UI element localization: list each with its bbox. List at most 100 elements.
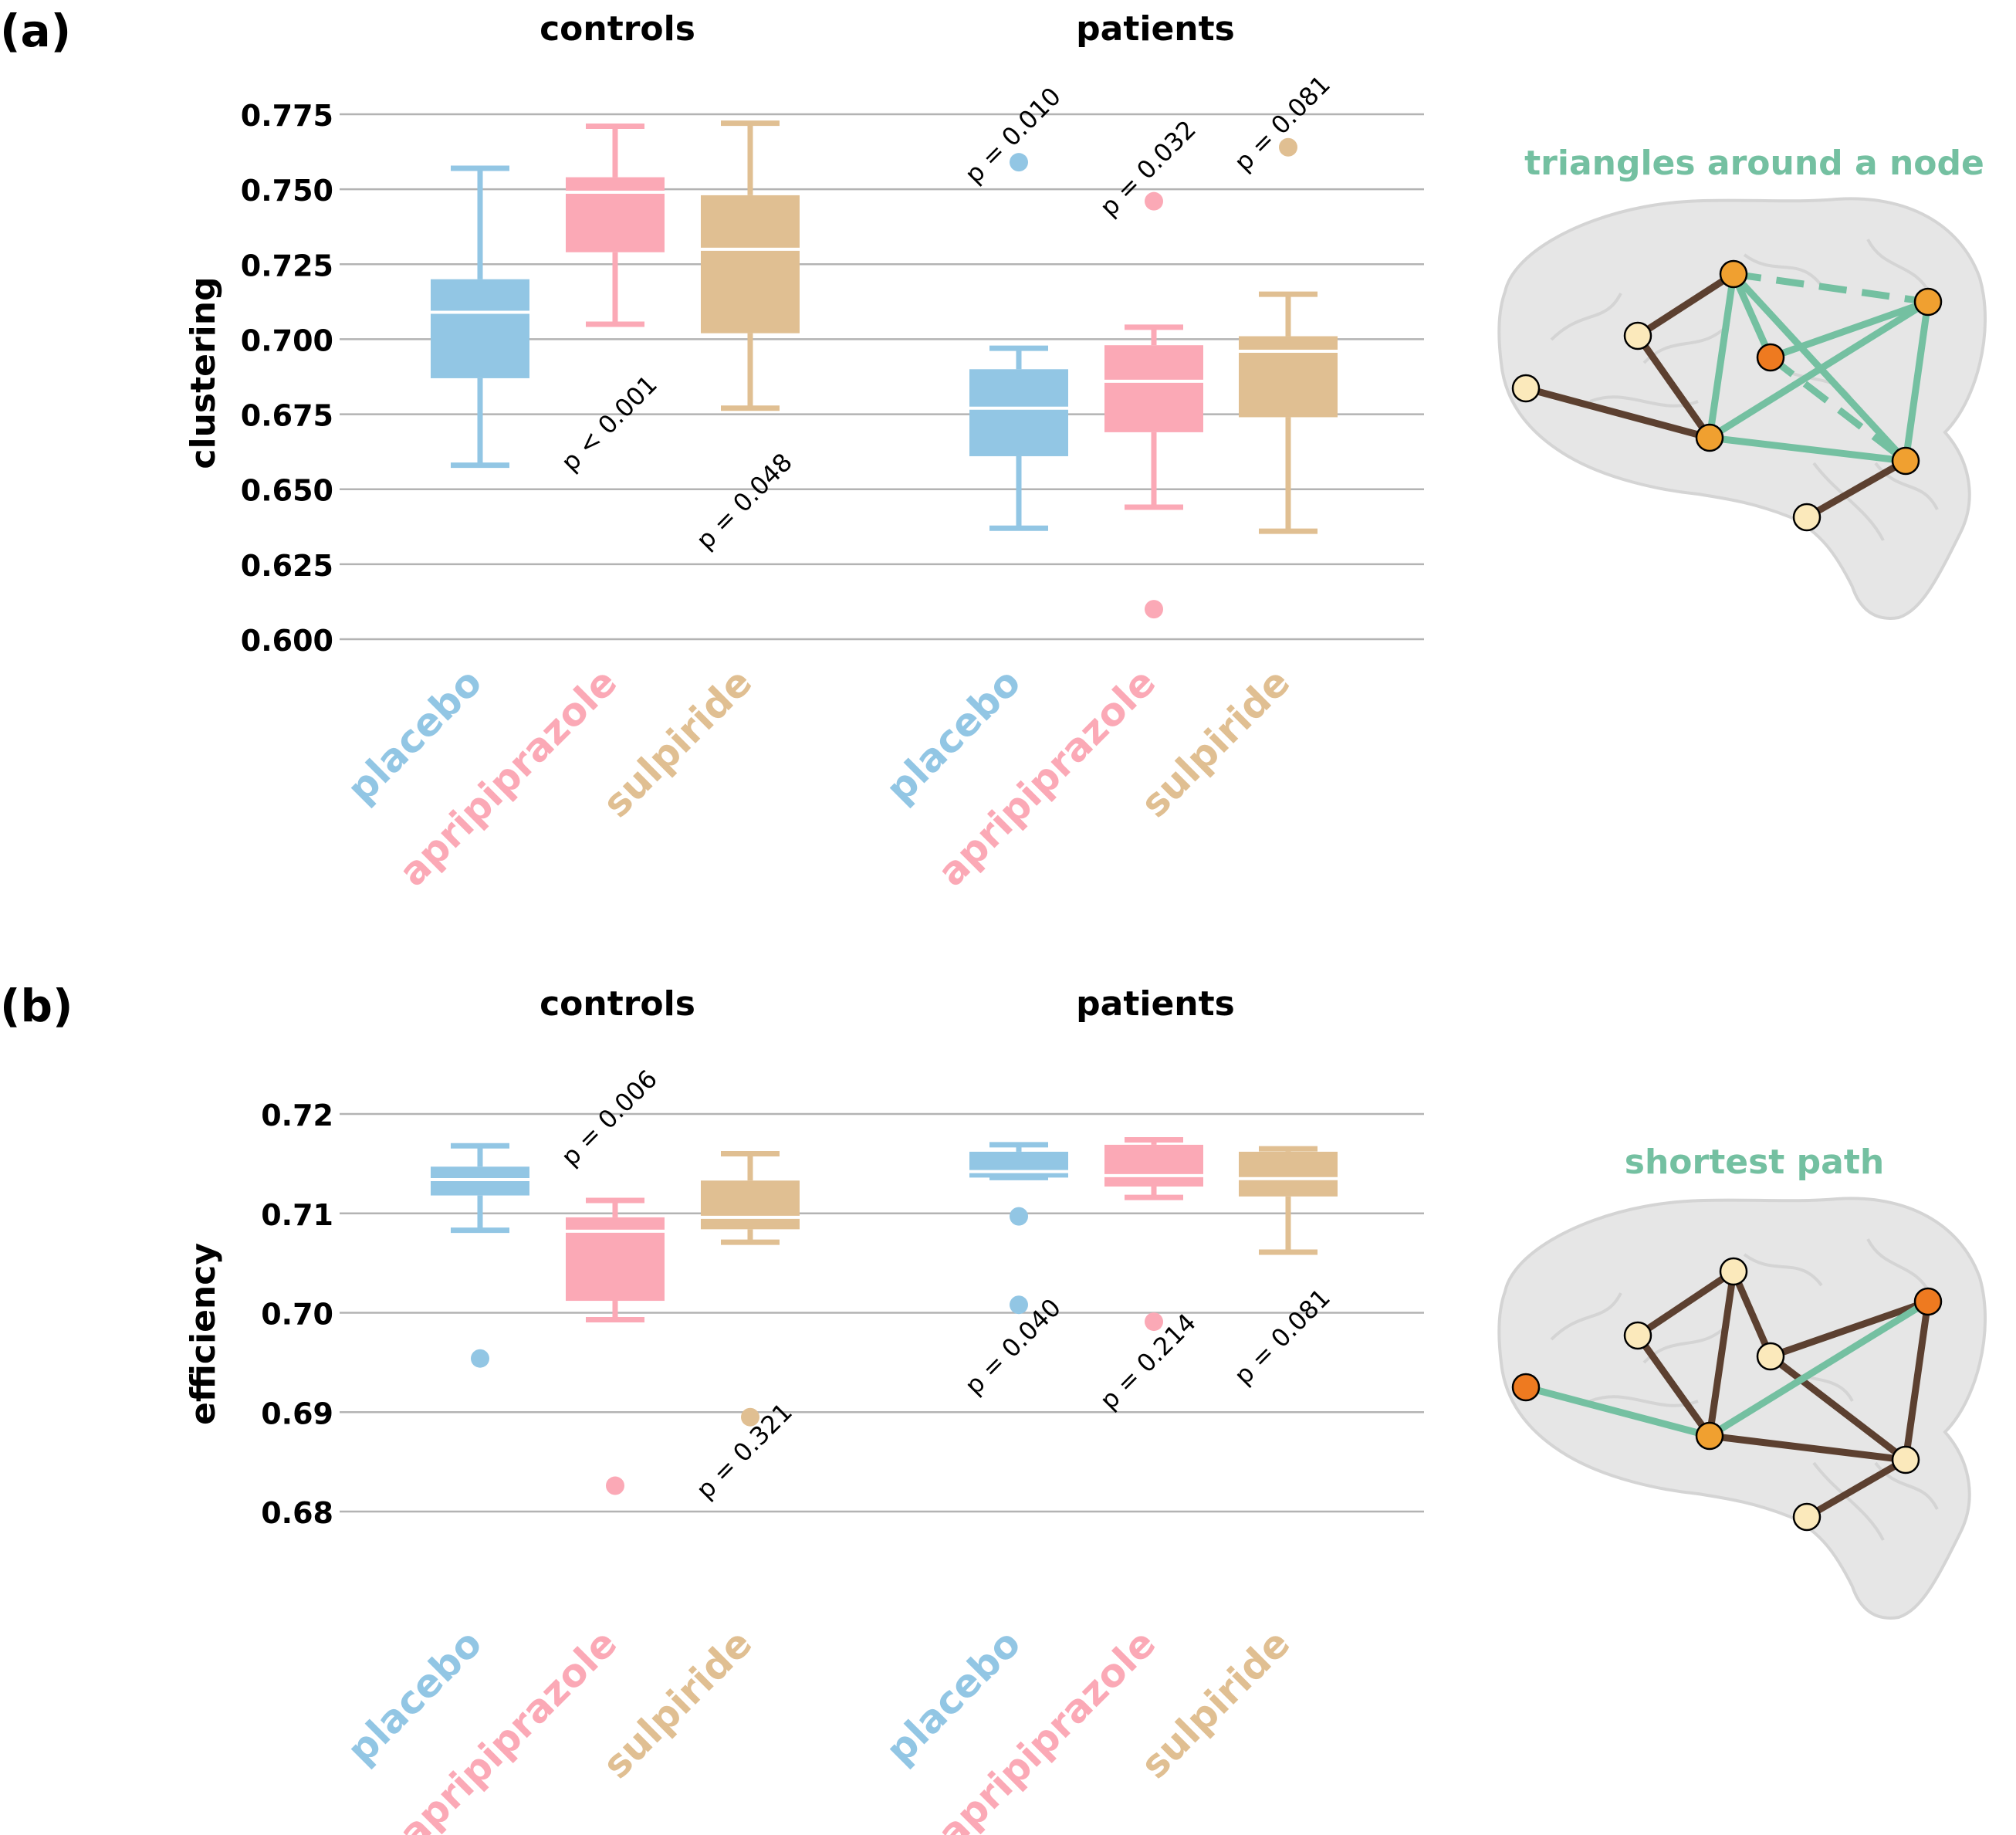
box-controls-placebo — [431, 1143, 529, 1368]
panel-a-yticks: 0.600 0.625 0.650 0.675 0.700 0.725 0.750 0.775 — [241, 99, 333, 658]
inset-a-title: triangles around a node — [1524, 144, 1984, 183]
inset-b-node — [1891, 1445, 1920, 1474]
box-controls-apripiprazole — [566, 1197, 665, 1495]
inset-a-edge-dashed — [1768, 354, 1908, 464]
inset-b-node — [1792, 1502, 1822, 1532]
box-iqr — [566, 177, 665, 252]
outlier-point — [1145, 1312, 1163, 1332]
xtick-label-sulpiride: sulpiride — [594, 659, 761, 826]
inset-b-edge — [1730, 1270, 1774, 1358]
panel-b-yticks: 0.680.690.700.710.72 — [261, 1099, 333, 1530]
inset-a-edge — [1524, 384, 1711, 442]
box-patients-apripiprazole — [1104, 1136, 1203, 1332]
inset-a-node — [1623, 321, 1652, 350]
box-iqr — [1239, 336, 1338, 418]
p-value-annotation: p = 0.048 — [691, 448, 798, 555]
box-controls-sulpiride — [701, 1151, 800, 1427]
inset-a-edge — [1730, 273, 1774, 359]
outlier-point — [606, 1476, 624, 1495]
p-value-annotation: p = 0.010 — [959, 82, 1067, 189]
ytick-label: 0.600 — [241, 624, 333, 658]
panel-b-boxes — [431, 1136, 1338, 1495]
box-iqr — [969, 1151, 1068, 1178]
inset-b-edge — [1902, 1301, 1932, 1461]
inset-a-edge — [1635, 271, 1736, 339]
panel-b-controls-title: controls — [540, 984, 695, 1024]
inset-a-node — [1511, 374, 1541, 403]
panel-a-ylabel: clustering — [184, 276, 223, 469]
outlier-point — [1145, 600, 1163, 619]
box-controls-placebo — [431, 165, 529, 469]
inset-a-node — [1792, 503, 1822, 532]
ytick-label: 0.72 — [261, 1099, 333, 1132]
box-patients-sulpiride — [1239, 137, 1338, 534]
inset-a-node — [1695, 423, 1724, 452]
p-value-annotation: p = 0.081 — [1229, 69, 1336, 177]
box-iqr — [701, 1180, 800, 1230]
inset-a-brain-folds — [1550, 239, 1939, 541]
panel-a-controls-title: controls — [540, 9, 695, 49]
panel-a-boxes — [431, 120, 1338, 619]
box-iqr — [701, 195, 800, 333]
outlier-point — [471, 1349, 489, 1368]
inset-a-triangles: triangles around a node — [1497, 144, 1987, 620]
inset-a-edge-dashed — [1733, 270, 1929, 306]
outlier-point — [1279, 137, 1297, 157]
box-iqr — [1104, 345, 1203, 432]
inset-b-edge — [1805, 1457, 1908, 1520]
inset-a-edge — [1730, 271, 1909, 464]
ytick-label: 0.675 — [241, 399, 333, 433]
inset-b-node — [1623, 1321, 1652, 1350]
ytick-label: 0.70 — [261, 1298, 333, 1332]
ytick-label: 0.725 — [241, 249, 333, 283]
inset-a-node — [1891, 446, 1920, 476]
box-patients-placebo — [969, 1142, 1068, 1315]
inset-b-node-mid — [1695, 1421, 1724, 1451]
inset-a-edge — [1635, 333, 1713, 440]
inset-b-edge — [1635, 1268, 1736, 1339]
inset-a-brain — [1497, 197, 1987, 620]
inset-b-brain-folds — [1550, 1238, 1939, 1541]
inset-b-node — [1719, 1257, 1748, 1286]
inset-b-edge — [1635, 1333, 1713, 1438]
inset-b-edge — [1769, 1298, 1930, 1360]
inset-a-edge — [1769, 298, 1930, 361]
box-patients-apripiprazole — [1104, 191, 1203, 619]
inset-a-edge — [1709, 434, 1906, 465]
inset-b-title: shortest path — [1625, 1143, 1884, 1182]
inset-b-nodes — [1511, 1257, 1943, 1532]
xtick-label-sulpiride: sulpiride — [594, 1620, 761, 1787]
inset-b-node-endpoint — [1511, 1373, 1541, 1402]
box-patients-placebo — [969, 153, 1068, 531]
box-controls-apripiprazole — [566, 124, 665, 327]
inset-b-edge — [1709, 1432, 1906, 1464]
box-iqr — [969, 369, 1068, 456]
panel-b-efficiency: (b) controls patients efficiency 0.680.6… — [0, 980, 1987, 1835]
inset-b-path-edge — [1524, 1383, 1711, 1440]
panel-b-ylabel: efficiency — [184, 1243, 223, 1425]
inset-a-edge — [1805, 458, 1908, 520]
inset-b-node-endpoint — [1913, 1287, 1943, 1316]
inset-a-edge — [1706, 273, 1737, 438]
ytick-label: 0.625 — [241, 549, 333, 583]
ytick-label: 0.750 — [241, 174, 333, 208]
inset-a-nodes — [1511, 259, 1943, 532]
box-iqr — [431, 279, 529, 378]
inset-b-edge — [1768, 1353, 1908, 1463]
panel-a-clustering: (a) controls patients clustering 0.6000.… — [0, 5, 1987, 895]
ytick-label: 0.650 — [241, 474, 333, 508]
ytick-label: 0.700 — [241, 323, 333, 357]
inset-a-node — [1913, 287, 1943, 317]
p-value-annotation: p < 0.001 — [556, 370, 663, 477]
box-iqr — [1239, 1151, 1338, 1197]
box-controls-sulpiride — [701, 120, 800, 411]
ytick-label: 0.775 — [241, 99, 333, 133]
inset-b-path-edge — [1707, 1298, 1930, 1439]
outlier-point — [1010, 153, 1028, 172]
panel-a-patients-title: patients — [1076, 9, 1235, 49]
